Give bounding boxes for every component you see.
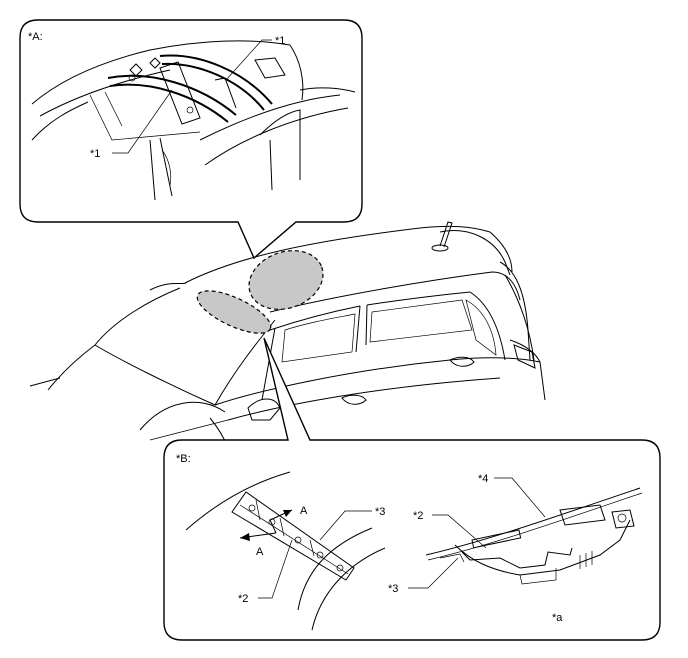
section-mark-a-top: A [300,505,308,517]
callout-a-label-1-top: *1 [275,35,285,47]
callout-a-title: *A: [28,31,43,43]
roof-bracket-drawing [185,471,386,631]
car-body [29,221,546,449]
callout-b-label-3-right: *3 [388,583,398,595]
callout-b-label-3-left: *3 [375,506,385,518]
roof-frame-drawing [31,40,356,201]
section-mark-a-bottom: A [256,546,264,558]
callout-b-label-4: *4 [478,473,488,485]
callout-a-label-1-bottom: *1 [90,148,100,160]
section-aa-drawing [425,487,643,585]
callout-b: *B: A A *3 *2 [163,337,661,641]
callout-b-label-2-right: *2 [413,510,423,522]
callout-a: *A: [19,19,363,260]
shaded-area-b [196,290,272,334]
callout-b-label-2-left: *2 [238,593,248,605]
shaded-area-a [248,250,324,310]
callout-b-title: *B: [176,453,191,465]
callout-b-label-a: *a [552,612,563,624]
